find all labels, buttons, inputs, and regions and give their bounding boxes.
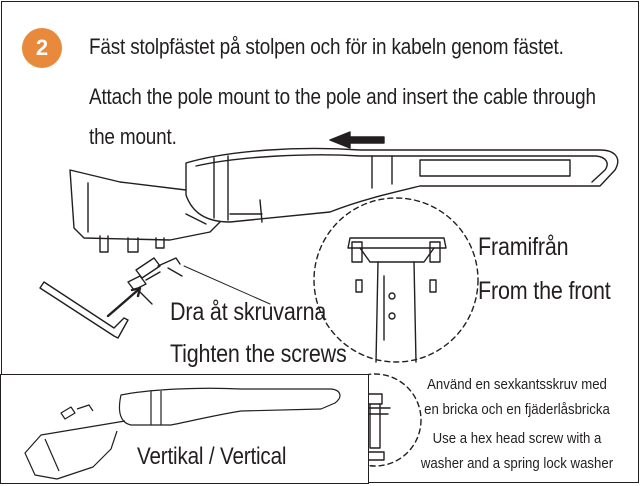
hardware-note-english-line1: Use a hex head screw with a <box>432 430 602 447</box>
hardware-note-english-line2: washer and a spring lock washer <box>420 455 614 472</box>
hardware-note-swedish-line1: Använd en sexkantsskruv med <box>427 376 607 393</box>
vertical-mount-label: Vertikal / Vertical <box>137 443 287 470</box>
hardware-note-swedish-line2: en bricka och en fjäderlåsbricka <box>424 401 610 418</box>
screws-illustration <box>127 257 183 305</box>
front-view-label-english: From the front <box>478 277 611 305</box>
hex-key-illustration <box>39 281 129 339</box>
instruction-english-line2: the mount. <box>89 124 177 149</box>
tighten-label-swedish: Dra åt skruvarna <box>170 298 327 326</box>
step-number-badge: 2 <box>22 28 62 68</box>
front-view-label-swedish: Framifrån <box>478 233 569 261</box>
insert-direction-arrow <box>329 131 385 149</box>
vertical-mount-inset <box>0 374 369 484</box>
vertical-mount-illustration <box>24 387 341 480</box>
tighten-arrow <box>106 288 140 318</box>
instruction-swedish: Fäst stolpfästet på stolpen och för in k… <box>89 34 564 59</box>
front-view-detail <box>313 197 479 363</box>
instruction-english-line1: Attach the pole mount to the pole and in… <box>89 84 596 109</box>
tighten-label-english: Tighten the screws <box>170 340 347 368</box>
luminaire-illustration <box>69 147 619 253</box>
